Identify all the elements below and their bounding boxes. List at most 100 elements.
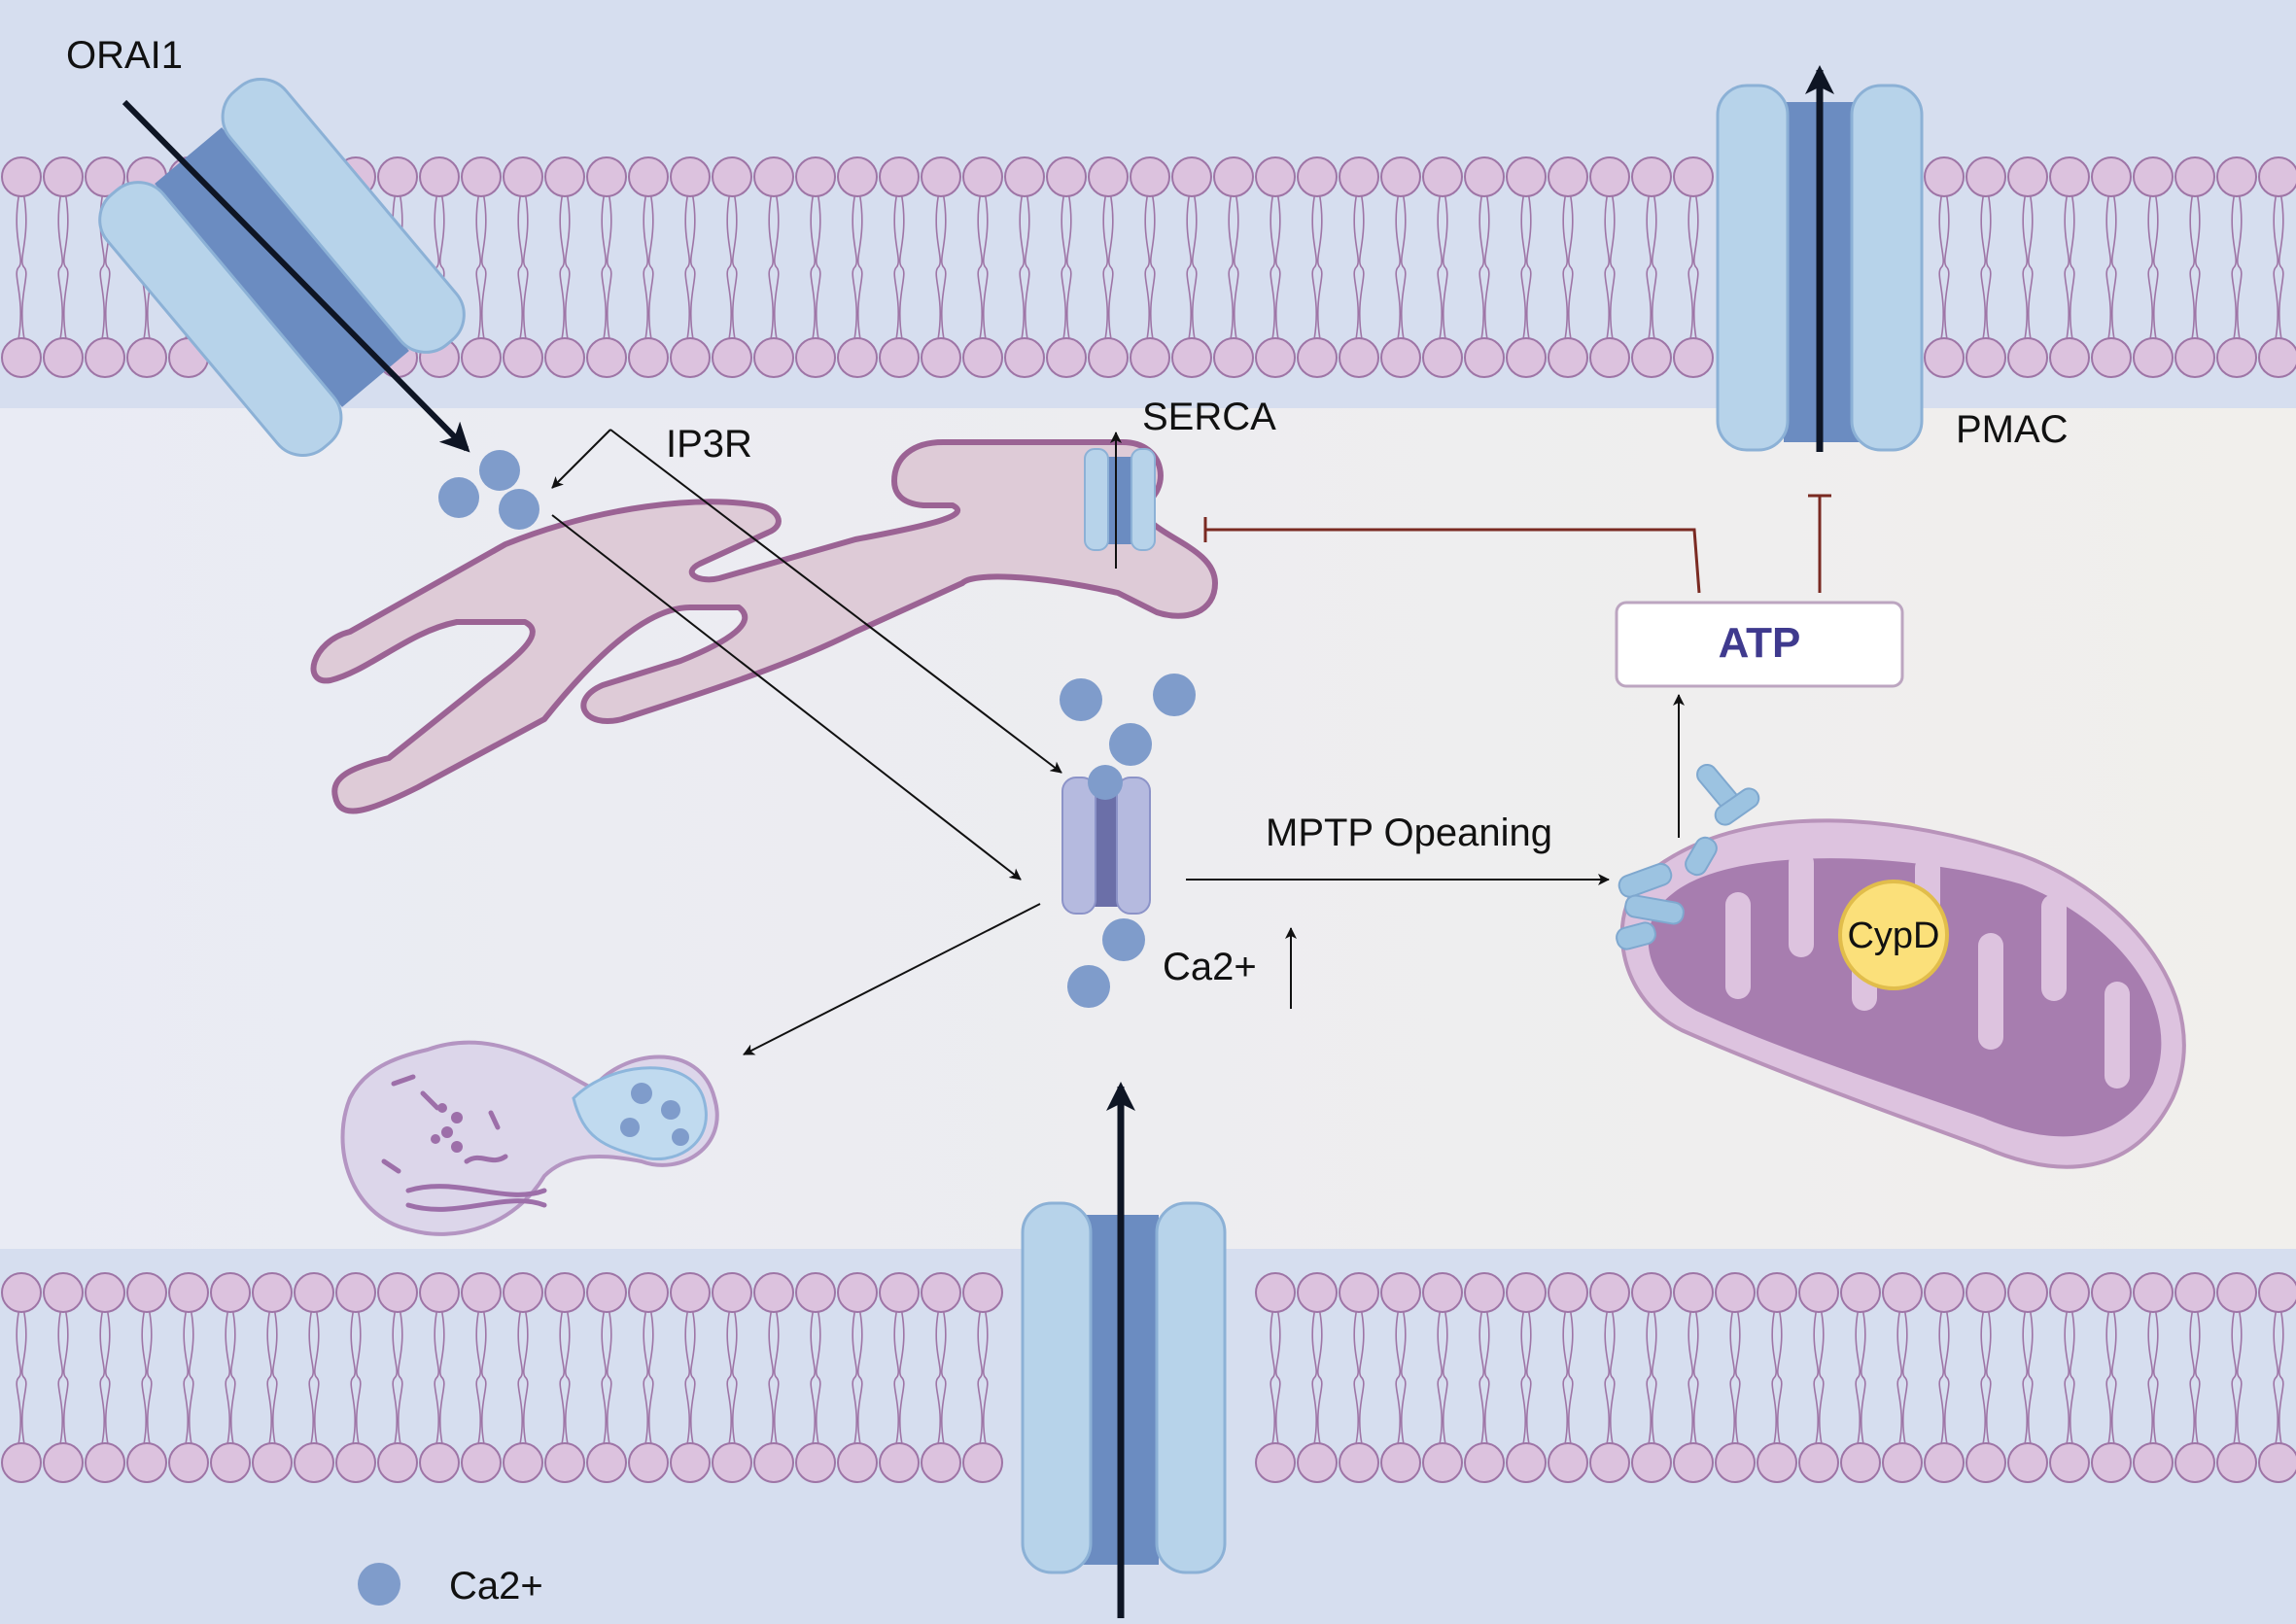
lipid-head <box>1 156 42 197</box>
lipid-tail <box>2278 195 2284 339</box>
lipid-tail <box>2110 1311 2117 1444</box>
lipid-head <box>2216 156 2257 197</box>
lipid-head <box>85 1272 125 1313</box>
lipid-tail <box>1609 195 1616 339</box>
lipid-tail <box>606 1311 612 1444</box>
lipid-head <box>461 1272 502 1313</box>
lipid-tail <box>1228 195 1235 339</box>
lipid-head <box>2216 337 2257 378</box>
lipid-tail <box>2022 1311 2029 1444</box>
lipid-head <box>753 156 794 197</box>
lipid-tail <box>225 1311 231 1444</box>
lipid-tail <box>1233 195 1239 339</box>
lipid-tail <box>731 1311 738 1444</box>
lipid-head <box>1255 1272 1296 1313</box>
lipid-head <box>2174 156 2215 197</box>
lipid-tail <box>1442 195 1448 339</box>
lipid-head <box>795 337 836 378</box>
lipid-head <box>921 337 961 378</box>
lipid-head <box>1297 156 1338 197</box>
lipid-head <box>712 1272 752 1313</box>
lipid-tail <box>1855 1311 1861 1444</box>
lipid-tail <box>1437 195 1444 339</box>
ip3r-channel-icon <box>1061 777 1151 915</box>
lipid-head <box>1380 156 1421 197</box>
lipid-head <box>1046 337 1087 378</box>
lipid-head <box>335 1442 376 1483</box>
lipid-head <box>1422 1272 1463 1313</box>
lipid-head <box>1673 337 1714 378</box>
lipid-tail <box>2194 195 2201 339</box>
lipid-tail <box>856 1311 863 1444</box>
lipid-tail <box>104 1311 111 1444</box>
lipid-tail <box>1437 1311 1444 1444</box>
lipid-head <box>837 1442 878 1483</box>
atp-box: ATP <box>1615 601 1904 688</box>
lipid-tail <box>601 1311 608 1444</box>
lipid-head <box>2258 337 2296 378</box>
arrows <box>122 65 1834 1618</box>
lipid-head <box>1840 1442 1881 1483</box>
lipid-tail <box>731 195 738 339</box>
lipid-head <box>419 1442 460 1483</box>
lipid-tail <box>1400 1311 1407 1444</box>
lipid-head <box>1840 1272 1881 1313</box>
lipid-tail <box>313 1311 320 1444</box>
lipid-tail <box>1776 1311 1783 1444</box>
lipid-tail <box>2231 195 2238 339</box>
lipid-tail <box>271 1311 278 1444</box>
lipid-head <box>1757 1442 1797 1483</box>
lipid-head <box>670 1442 711 1483</box>
lipid-tail <box>643 195 649 339</box>
lipid-tail <box>2110 195 2117 339</box>
lipid-tail <box>1353 195 1360 339</box>
lipid-head <box>1213 337 1254 378</box>
lipid-head <box>1631 1272 1672 1313</box>
lipid-tail <box>2194 1311 2201 1444</box>
lipid-head <box>586 1442 627 1483</box>
lipid-head <box>837 1272 878 1313</box>
lipid-tail <box>810 195 817 339</box>
lipid-tail <box>1483 1311 1490 1444</box>
lipid-tail <box>16 1311 22 1444</box>
lipid-head <box>461 156 502 197</box>
lipid-tail <box>1270 195 1276 339</box>
lipid-head <box>1757 1272 1797 1313</box>
calcium-ion-icon <box>358 1563 400 1606</box>
lipid-tail <box>1692 195 1699 339</box>
ip3r-label: IP3R <box>666 423 752 466</box>
lipid-tail <box>146 1311 153 1444</box>
lipid-head <box>377 156 418 197</box>
lipid-head <box>2049 1442 2090 1483</box>
lipid-head <box>1130 156 1170 197</box>
lipid-tail <box>606 195 612 339</box>
calcium-ion-icon <box>1067 965 1110 1008</box>
lipid-head <box>2007 337 2048 378</box>
lipid-head <box>921 1272 961 1313</box>
lipid-head <box>43 1272 84 1313</box>
orai1-label: ORAI1 <box>66 34 183 77</box>
lipid-head <box>2007 1442 2048 1483</box>
lipid-head <box>1171 156 1212 197</box>
lipid-tail <box>689 195 696 339</box>
lipid-head <box>628 1442 669 1483</box>
bottom-membrane-channel-icon <box>1021 1201 1227 1574</box>
lipid-head <box>962 337 1003 378</box>
lipid-head <box>1673 1442 1714 1483</box>
lipid-head <box>85 337 125 378</box>
lipid-head <box>2049 337 2090 378</box>
lipid-head <box>1088 156 1129 197</box>
lipid-tail <box>1943 195 1950 339</box>
lipid-head <box>1464 1442 1505 1483</box>
lipid-tail <box>1896 1311 1903 1444</box>
channel-to-autophagy-arrow <box>743 903 1041 1055</box>
lipid-tail <box>1186 195 1193 339</box>
lipid-tail <box>726 195 733 339</box>
lipid-tail <box>1107 195 1114 339</box>
lipid-head <box>1464 156 1505 197</box>
lipid-head <box>921 156 961 197</box>
lipid-head <box>503 1272 543 1313</box>
lipid-head <box>712 156 752 197</box>
lipid-tail <box>977 195 984 339</box>
